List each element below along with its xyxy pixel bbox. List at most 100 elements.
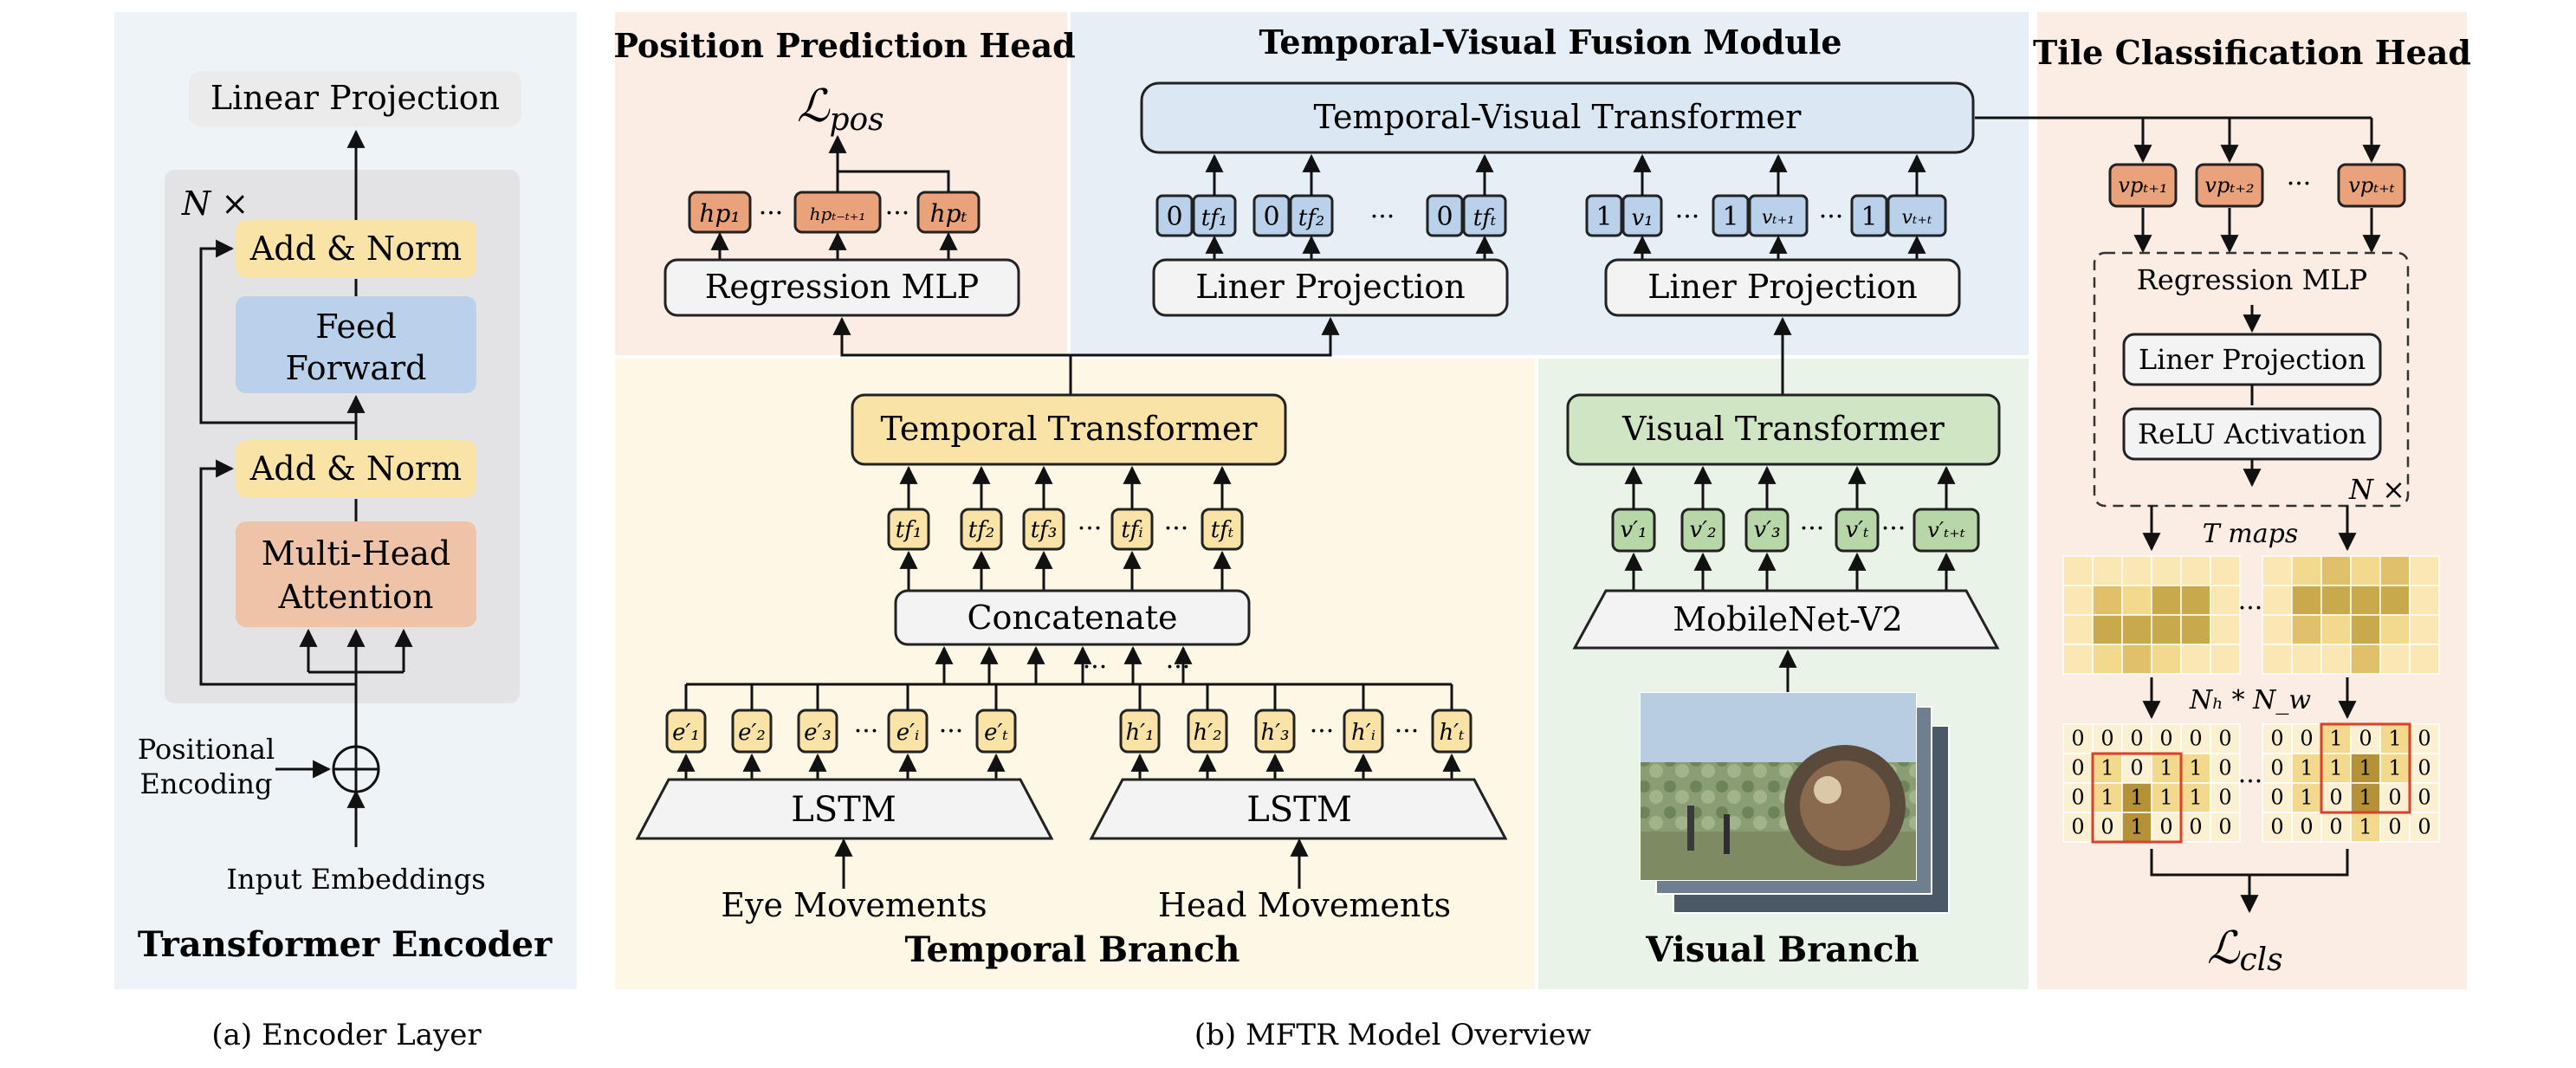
temporal-split-connectors bbox=[832, 316, 1792, 395]
svg-text:1: 1 bbox=[2359, 814, 2372, 838]
left-tile-cell: 1 bbox=[2180, 782, 2211, 813]
right-tile-cell: 1 bbox=[2350, 812, 2381, 843]
svg-text:0: 0 bbox=[2270, 814, 2283, 838]
eye-token-3: e′₃ bbox=[804, 720, 832, 746]
hp-token-2: hpₜ₋ₜ₊₁ bbox=[810, 204, 866, 224]
encoder-title: Transformer Encoder bbox=[138, 924, 553, 965]
svg-text:0: 0 bbox=[2100, 814, 2113, 838]
linear-projection-label: Linear Projection bbox=[210, 79, 500, 117]
svg-text:0: 0 bbox=[2071, 814, 2084, 838]
visual-branch-title: Visual Branch bbox=[1645, 929, 1919, 970]
add-norm-top-label: Add & Norm bbox=[249, 230, 462, 268]
left-token-3-tf: tfₜ bbox=[1473, 205, 1497, 231]
svg-text:0: 0 bbox=[2189, 814, 2202, 838]
add-norm-top-box bbox=[236, 220, 476, 277]
right-token-3-v: vₜ₊ₜ bbox=[1902, 207, 1932, 229]
right-heat-cell bbox=[2409, 555, 2440, 586]
visual-token-3: v′₃ bbox=[1753, 517, 1780, 543]
right-tile-cell: 0 bbox=[2262, 723, 2293, 754]
tf-feature-1: tf₁ bbox=[896, 517, 922, 543]
svg-text:0: 0 bbox=[2270, 755, 2283, 780]
linear-projection-box bbox=[189, 71, 521, 126]
left-heat-cell bbox=[2210, 644, 2241, 675]
right-tile-cell: 1 bbox=[2291, 782, 2322, 813]
left-tile-cell: 1 bbox=[2121, 812, 2152, 843]
right-heat-cell bbox=[2350, 614, 2381, 645]
svg-text:1: 1 bbox=[2300, 755, 2313, 780]
svg-text:0: 0 bbox=[2159, 726, 2172, 750]
svg-text:1: 1 bbox=[2159, 785, 2172, 809]
eye-token-2: e′₂ bbox=[738, 720, 766, 746]
right-tile-cell: 1 bbox=[2350, 782, 2381, 813]
token-up-connectors bbox=[676, 684, 1461, 889]
position-head-title: Position Prediction Head bbox=[613, 26, 1075, 65]
left-tile-cell: 0 bbox=[2062, 753, 2094, 784]
fusion-connectors bbox=[1205, 153, 1926, 260]
mha-label-2: Attention bbox=[277, 578, 433, 616]
tf-feature-i: tfᵢ bbox=[1121, 517, 1142, 543]
right-heat-cell bbox=[2409, 585, 2440, 616]
right-tile-cell: 1 bbox=[2379, 753, 2411, 784]
svg-text:0: 0 bbox=[2218, 755, 2231, 780]
feed-forward-box bbox=[236, 296, 476, 393]
left-ellipsis: ··· bbox=[1370, 202, 1395, 232]
left-tile-cell: 0 bbox=[2092, 812, 2123, 843]
vp-token-T: vpₜ₊ₜ bbox=[2348, 173, 2395, 197]
left-heat-cell bbox=[2121, 585, 2152, 616]
tile-mlp-dashed-box bbox=[2093, 251, 2410, 508]
svg-text:0: 0 bbox=[2300, 726, 2313, 750]
svg-text:1: 1 bbox=[2130, 785, 2143, 809]
grid-ellipsis: ··· bbox=[2238, 767, 2263, 797]
left-heat-cell bbox=[2062, 644, 2094, 675]
left-heat-cell bbox=[2092, 555, 2123, 586]
left-tile-cell: 0 bbox=[2121, 723, 2152, 754]
svg-text:1: 1 bbox=[2189, 785, 2202, 809]
video-frames-image bbox=[1640, 692, 1950, 914]
right-token-2-flag: 1 bbox=[1722, 202, 1738, 232]
svg-text:0: 0 bbox=[2130, 755, 2143, 780]
mobilenet-shape bbox=[1572, 589, 2000, 650]
loss-cls: ℒcls bbox=[2207, 922, 2283, 978]
head-ellipsis-2: ··· bbox=[1395, 716, 1420, 747]
left-heat-cell bbox=[2180, 585, 2211, 616]
tile-head-title: Tile Classification Head bbox=[2033, 33, 2471, 72]
concat-ellipsis-2: ··· bbox=[1166, 652, 1191, 683]
left-highlight-box bbox=[2091, 752, 2183, 844]
mha-box bbox=[236, 521, 476, 627]
right-tile-cell: 0 bbox=[2320, 812, 2352, 843]
right-heat-cell bbox=[2320, 585, 2352, 616]
temporal-transformer-label: Temporal Transformer bbox=[880, 410, 1258, 448]
svg-text:0: 0 bbox=[2130, 726, 2143, 750]
left-heat-cell bbox=[2210, 585, 2241, 616]
head-token-1: h′₁ bbox=[1125, 720, 1154, 746]
right-tile-cell: 0 bbox=[2291, 812, 2322, 843]
right-tile-cell: 0 bbox=[2350, 723, 2381, 754]
right-heat-cell bbox=[2379, 585, 2411, 616]
right-tile-cell: 1 bbox=[2350, 753, 2381, 784]
svg-text:0: 0 bbox=[2329, 785, 2342, 809]
right-heat-cell bbox=[2262, 555, 2293, 586]
tf-ellipsis-1: ··· bbox=[1078, 514, 1103, 544]
svg-text:1: 1 bbox=[2329, 755, 2342, 780]
right-heat-cell bbox=[2291, 585, 2322, 616]
visual-ellipsis-2: ··· bbox=[1881, 514, 1906, 544]
temporal-branch-title: Temporal Branch bbox=[904, 929, 1239, 970]
mha-label-1: Multi-Head bbox=[262, 534, 450, 573]
fusion-title: Temporal-Visual Fusion Module bbox=[1259, 23, 1841, 61]
svg-text:0: 0 bbox=[2417, 785, 2430, 809]
head-movements-label: Head Movements bbox=[1158, 886, 1451, 924]
positional-encoding-label-1: Positional bbox=[138, 733, 275, 766]
feed-forward-label-2: Forward bbox=[285, 349, 426, 387]
right-tile-cell: 0 bbox=[2262, 782, 2293, 813]
right-tile-cell: 0 bbox=[2320, 782, 2352, 813]
concatenate-box bbox=[894, 589, 1251, 646]
left-tile-cell: 0 bbox=[2151, 723, 2182, 754]
left-tile-cell: 1 bbox=[2092, 753, 2123, 784]
left-heat-cell bbox=[2180, 555, 2211, 586]
grid-size-label: Nₕ * N_w bbox=[2189, 685, 2312, 715]
left-heat-cell bbox=[2210, 555, 2241, 586]
position-head-connectors bbox=[710, 134, 958, 260]
tile-repeat-label: N × bbox=[2348, 473, 2405, 506]
fusion-proj-right-box bbox=[1604, 258, 1961, 317]
